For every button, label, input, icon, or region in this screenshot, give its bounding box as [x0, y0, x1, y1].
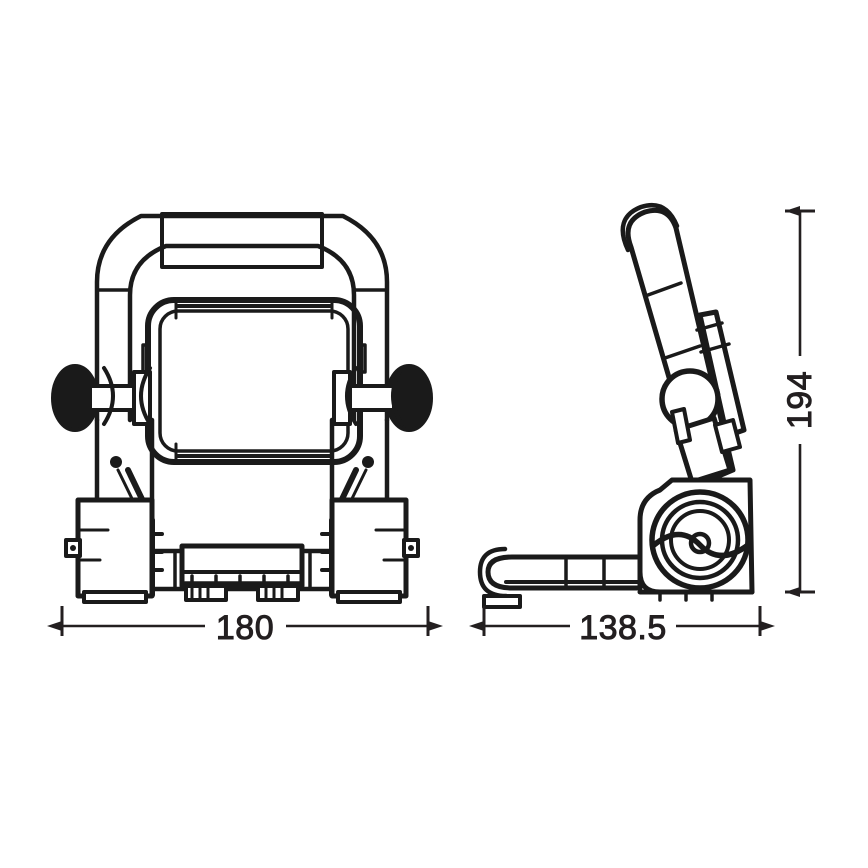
switch-tab-right [256, 584, 300, 602]
side-pivot-lug [670, 407, 692, 445]
side-handle-tip-loop [620, 202, 680, 253]
foot-left-teeth [150, 518, 164, 598]
handle-bow-inner [127, 243, 357, 423]
side-lens-center-hub [688, 531, 712, 555]
switch-tab-left [184, 584, 228, 602]
side-view [477, 202, 755, 609]
leg-right-pivot-dot [362, 456, 374, 468]
led-panel-right-tab [358, 343, 367, 374]
dim-width-label: 180 [216, 609, 274, 647]
foot-left-bolt-dot [70, 545, 76, 551]
dimension-width: 180 [47, 606, 443, 648]
side-stand-pad [482, 594, 522, 609]
side-arm-seam-1 [646, 281, 683, 297]
foot-left-pad [82, 590, 148, 604]
side-pivot-lug-2 [713, 418, 742, 454]
side-stand-bar-loop [477, 546, 509, 599]
foot-right-rib [374, 528, 408, 562]
side-arm-seam-2 [663, 344, 702, 360]
side-lens-ring-inner [669, 509, 731, 571]
switch-vent-slots [183, 574, 302, 590]
side-rear-arm-seam [695, 321, 724, 332]
foot-right-pad [336, 590, 402, 604]
front-view [51, 212, 433, 604]
side-base-feet [658, 590, 714, 602]
knob-right-collar [332, 370, 352, 426]
foot-right-teeth [320, 518, 334, 598]
leg-left-pivot-dot [110, 456, 122, 468]
foot-left-rib [76, 528, 110, 562]
foot-left-housing [75, 497, 155, 599]
foot-right-bolt-dot [408, 545, 414, 551]
switch-pin-row [190, 584, 284, 600]
dim-depth-label: 138.5 [579, 609, 667, 647]
pivot-bracket-left [102, 366, 152, 426]
dimension-layer: 180 138.5 194 [47, 206, 820, 648]
side-lens-center-bar [651, 531, 751, 559]
base-crossbar-seam [173, 549, 312, 591]
dimension-depth: 138.5 [469, 606, 775, 648]
switch-housing[interactable] [179, 543, 305, 589]
led-panel-corner-bracket [174, 298, 334, 464]
side-rear-arm-seam-2 [699, 342, 731, 354]
pivot-bracket-right [345, 366, 404, 426]
foot-right-housing [329, 497, 409, 599]
led-panel-edge-bar [176, 304, 332, 458]
handle-grip-plate [160, 212, 324, 269]
side-lens-ring-outer [649, 489, 751, 591]
dimension-height: 194 [781, 206, 820, 597]
dim-height-label: 194 [781, 371, 819, 429]
